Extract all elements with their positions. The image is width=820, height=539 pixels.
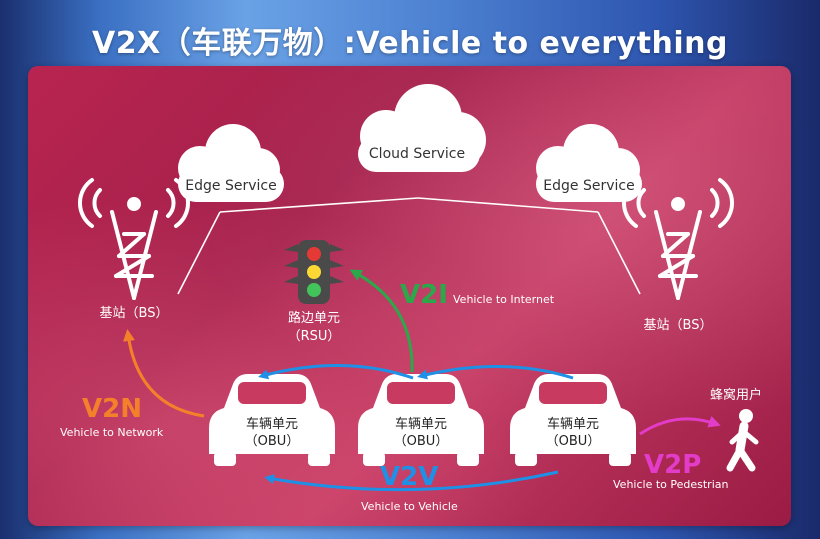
rsu-label-line2: （RSU） bbox=[287, 329, 341, 344]
diagram-canvas bbox=[78, 84, 759, 492]
base-station-label-right: 基站（BS） bbox=[643, 318, 713, 333]
pedestrian-icon bbox=[726, 409, 759, 472]
v2v-desc: Vehicle to Vehicle bbox=[361, 500, 458, 513]
car-label-3: 车辆单元 （OBU） bbox=[523, 416, 623, 450]
cloud-icon-center bbox=[358, 84, 486, 172]
v2p-code: V2P bbox=[644, 450, 702, 480]
v2i-code: V2I bbox=[400, 280, 448, 310]
tower-icon-left bbox=[78, 178, 190, 300]
edge-service-label-right: Edge Service bbox=[543, 178, 635, 194]
page-title: V2X（车联万物）:Vehicle to everything bbox=[92, 26, 728, 61]
v2n-desc: Vehicle to Network bbox=[60, 426, 164, 439]
rsu-label: 路边单元 （RSU） bbox=[274, 310, 354, 346]
cloud-icon-right bbox=[536, 124, 642, 202]
v2n-code: V2N bbox=[82, 394, 142, 424]
network-lines bbox=[177, 197, 641, 295]
car-label-3-line1: 车辆单元 bbox=[546, 417, 599, 432]
car-label-2: 车辆单元 （OBU） bbox=[371, 416, 471, 450]
cloud-icon-left bbox=[178, 124, 284, 202]
v2i-arrow bbox=[349, 269, 414, 373]
base-station-label-left: 基站（BS） bbox=[99, 306, 169, 321]
tower-icon-right bbox=[622, 178, 734, 300]
car-label-2-line1: 车辆单元 bbox=[394, 417, 447, 432]
v2n-arrow bbox=[123, 329, 205, 418]
diagram-panel: Cloud Service Edge Service Edge Service … bbox=[28, 66, 791, 526]
rsu-label-line1: 路边单元 bbox=[287, 311, 340, 326]
car-icon-3 bbox=[510, 374, 636, 466]
car-icon-1 bbox=[209, 374, 335, 466]
v2v-code: V2V bbox=[380, 462, 439, 492]
v2v-arrows bbox=[258, 363, 574, 492]
pedestrian-label: 蜂窝用户 bbox=[709, 388, 762, 403]
car-label-3-line2: （OBU） bbox=[545, 434, 601, 449]
car-label-1-line1: 车辆单元 bbox=[245, 417, 298, 432]
car-icon-2 bbox=[358, 374, 484, 466]
traffic-light-icon bbox=[284, 240, 344, 304]
v2i-desc: Vehicle to Internet bbox=[453, 293, 555, 306]
v2p-arrow bbox=[639, 416, 721, 436]
v2p-desc: Vehicle to Pedestrian bbox=[613, 478, 729, 491]
car-label-1: 车辆单元 （OBU） bbox=[222, 416, 322, 450]
cloud-service-label: Cloud Service bbox=[368, 146, 466, 162]
car-label-1-line2: （OBU） bbox=[244, 434, 300, 449]
car-label-2-line2: （OBU） bbox=[393, 434, 449, 449]
edge-service-label-left: Edge Service bbox=[185, 178, 277, 194]
